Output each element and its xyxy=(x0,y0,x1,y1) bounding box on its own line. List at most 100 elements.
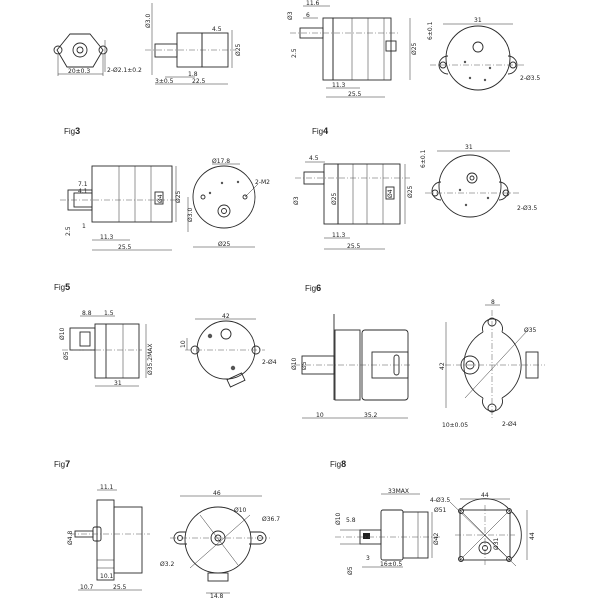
dim-label: 10 xyxy=(180,340,187,348)
dim-label: 25.5 xyxy=(113,584,127,591)
dim-label: 2-Ø3.5 xyxy=(517,205,537,212)
figure-2: 11.6 6 Ø3 2.5 Ø25 11.3 25.5 31 6±0.1 2-Ø… xyxy=(287,0,540,98)
dim-label: 35.2 xyxy=(364,412,378,419)
dim-label: 25.5 xyxy=(348,91,362,98)
dim-label: Ø10 xyxy=(234,507,247,514)
fig6-front-view xyxy=(445,304,545,420)
dim-label: 44 xyxy=(529,532,536,540)
dim-label: 42 xyxy=(222,313,230,320)
fig7-front-view xyxy=(170,495,270,594)
dim-label: 1 xyxy=(82,223,86,230)
dim-label: Ø5 xyxy=(63,351,70,360)
dim-label: 2-Ø4 xyxy=(502,421,517,428)
fig7-side-view xyxy=(70,489,150,591)
figure-label: Fig5 xyxy=(54,282,70,292)
dim-label: 16±0.5 xyxy=(380,561,402,568)
dim-label: 5.8 xyxy=(346,517,356,524)
dim-label: 2.5 xyxy=(291,48,298,58)
figure-6: Fig6 Ø10 Ø5 10 35.2 8 Ø35 42 10±0.05 2-Ø… xyxy=(291,283,545,429)
fig2-front-view xyxy=(430,23,525,91)
dim-label: Ø25 xyxy=(235,43,242,56)
dim-label: Ø42 xyxy=(433,532,440,545)
dim-label: Ø17.8 xyxy=(212,158,230,165)
fig6-side-view xyxy=(294,314,412,419)
dim-label: 31 xyxy=(114,380,122,387)
dim-label: Ø5 xyxy=(301,361,308,370)
dim-label: Ø4 xyxy=(157,194,164,203)
fig3-front-view xyxy=(187,163,259,248)
dim-label: Ø4 xyxy=(387,189,394,198)
dim-label: 6 xyxy=(306,12,310,19)
dim-label: 3±0.5 xyxy=(155,78,174,85)
figure-label: Fig7 xyxy=(54,459,70,469)
figure-label: Fig3 xyxy=(64,126,80,136)
dim-label: 22.5 xyxy=(192,78,206,85)
dim-label: 4-Ø3.5 xyxy=(430,497,450,504)
figure-3: Fig3 7.1 4.1 Ø4 Ø25 2.5 1 11.3 25.5 Ø17.… xyxy=(60,126,270,251)
dim-label: 11.3 xyxy=(332,232,346,239)
figure-7: Fig7 11.1 Ø4.8 10.1 10.7 25.5 46 Ø10 Ø36… xyxy=(54,459,280,600)
figure-label: Fig6 xyxy=(305,283,321,293)
figure-5: Fig5 8.8 1.5 Ø10 Ø5 31 Ø35.2MAX 42 10 2-… xyxy=(54,282,277,388)
dim-label: 6±0.1 xyxy=(427,21,434,40)
dim-label: 10.1 xyxy=(100,573,114,580)
dim-label: 11.1 xyxy=(100,484,114,491)
fig3-side-view xyxy=(60,165,180,251)
fig1-side-view xyxy=(145,3,235,85)
dim-label: 31 xyxy=(465,144,473,151)
dim-label: Ø25 xyxy=(175,190,182,203)
dim-label: Ø3.0 xyxy=(187,208,194,222)
dim-label: Ø4.8 xyxy=(67,531,74,545)
figure-label: Fig4 xyxy=(312,126,328,136)
dim-label: Ø5 xyxy=(347,566,354,575)
fig8-front-view xyxy=(449,498,528,567)
figure-4: Fig4 4.5 Ø3 Ø25 Ø4 Ø25 11.3 25.5 31 6±0.… xyxy=(293,126,537,250)
dim-label: 42 xyxy=(439,362,446,370)
figure-1: 20±0.3 2-Ø2.1±0.2 Ø3.0 Ø25 4.5 1.8 3±0.5… xyxy=(53,3,242,85)
fig4-side-view xyxy=(295,161,410,250)
dim-label: Ø25 xyxy=(331,192,338,205)
dim-label: Ø10 xyxy=(59,327,66,340)
dim-label: 46 xyxy=(213,490,221,497)
dim-label: Ø25 xyxy=(218,241,231,248)
dim-label: 8 xyxy=(491,299,495,306)
dim-label: 14.8 xyxy=(210,593,224,600)
fig4-front-view xyxy=(425,150,520,218)
dim-label: 4.5 xyxy=(309,155,319,162)
dim-label: 11.3 xyxy=(332,82,346,89)
dim-label: 7.1 xyxy=(78,181,88,188)
dim-label: 2-Ø3.5 xyxy=(520,75,540,82)
dim-label: Ø10 xyxy=(291,357,298,370)
dim-label: 1.5 xyxy=(104,310,114,317)
dim-label: Ø3.2 xyxy=(160,561,174,568)
dim-label: 4.1 xyxy=(78,188,88,195)
fig5-front-view xyxy=(185,318,265,388)
dim-label: 4.5 xyxy=(212,26,222,33)
dim-label: Ø51 xyxy=(434,507,447,514)
figure-label: Fig8 xyxy=(330,459,346,469)
dim-label: 44 xyxy=(481,492,489,499)
dim-label: 2-M2 xyxy=(255,179,270,186)
dim-label: Ø36.7 xyxy=(262,516,280,523)
dim-label: 10.7 xyxy=(80,584,94,591)
dim-label: Ø35.2MAX xyxy=(147,344,154,375)
dim-label: 3 xyxy=(366,555,370,562)
dim-label: Ø10 xyxy=(335,512,342,525)
dim-label: 33MAX xyxy=(388,488,409,495)
dim-label: 8.8 xyxy=(82,310,92,317)
dim-label: Ø3.0 xyxy=(145,14,152,28)
dim-label: 6±0.1 xyxy=(420,149,427,168)
dim-label: Ø31 xyxy=(493,537,500,550)
dim-label: Ø25 xyxy=(411,42,418,55)
dim-label: 1.8 xyxy=(188,71,198,78)
dim-label: Ø25 xyxy=(407,185,414,198)
dim-label: 11.6 xyxy=(306,0,320,7)
dim-label: 11.3 xyxy=(100,234,114,241)
figure-8: Fig8 33MAX Ø10 5.8 Ø42 3 16±0.5 Ø5 4-Ø3.… xyxy=(330,459,536,575)
dim-label: 20±0.3 xyxy=(68,68,90,75)
fig8-side-view xyxy=(335,493,440,568)
dim-label: Ø3 xyxy=(287,11,294,20)
dim-label: 10±0.05 xyxy=(442,422,468,429)
dim-label: 25.5 xyxy=(118,244,132,251)
